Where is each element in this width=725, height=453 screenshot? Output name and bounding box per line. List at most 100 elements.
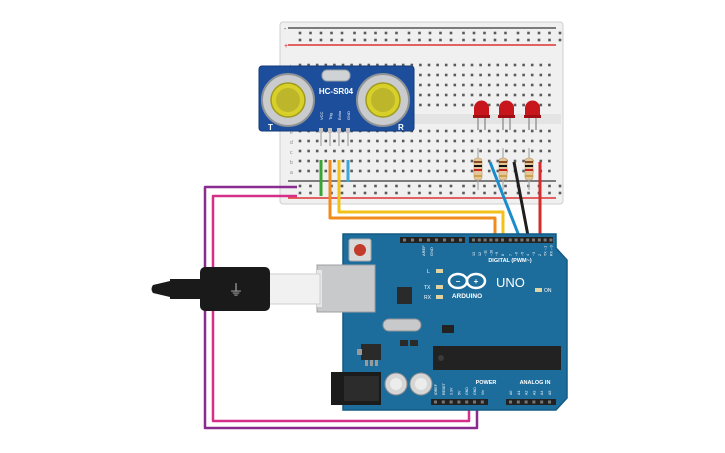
rail-hole[interactable] [418, 31, 421, 35]
breadboard-hole[interactable] [453, 103, 457, 107]
breadboard-hole[interactable] [324, 149, 328, 153]
breadboard-hole[interactable] [436, 83, 439, 87]
breadboard-hole[interactable] [444, 83, 448, 87]
breadboard-hole[interactable] [522, 169, 525, 173]
breadboard-hole[interactable] [444, 169, 448, 173]
breadboard-hole[interactable] [487, 73, 491, 77]
rail-hole[interactable] [449, 184, 453, 188]
breadboard-hole[interactable] [487, 63, 491, 67]
rail-hole[interactable] [439, 184, 442, 188]
wire-yellow[interactable] [337, 160, 505, 241]
breadboard-hole[interactable] [479, 83, 482, 87]
header-hole[interactable] [465, 400, 469, 404]
breadboard-hole[interactable] [307, 169, 310, 173]
breadboard-hole[interactable] [307, 159, 310, 163]
rail-hole[interactable] [309, 191, 312, 195]
header-hole[interactable] [403, 238, 406, 242]
breadboard-hole[interactable] [436, 159, 439, 163]
breadboard-hole[interactable] [444, 139, 448, 143]
rail-hole[interactable] [548, 191, 551, 195]
icsp-header[interactable] [442, 325, 454, 333]
breadboard-hole[interactable] [401, 63, 405, 67]
breadboard-hole[interactable] [341, 159, 345, 163]
breadboard-hole[interactable] [470, 93, 474, 97]
rail-hole[interactable] [395, 191, 398, 195]
header-hole[interactable] [543, 238, 547, 242]
breadboard-hole[interactable] [298, 139, 302, 143]
breadboard-hole[interactable] [462, 159, 465, 163]
breadboard-hole[interactable] [548, 63, 551, 67]
rail-hole[interactable] [298, 31, 302, 35]
breadboard-hole[interactable] [393, 149, 396, 153]
breadboard-hole[interactable] [384, 139, 388, 143]
breadboard-hole[interactable] [522, 63, 525, 67]
header-hole[interactable] [483, 238, 487, 242]
breadboard-hole[interactable] [513, 129, 517, 133]
rail-hole[interactable] [340, 38, 344, 42]
rail-hole[interactable] [353, 38, 356, 42]
breadboard-hole[interactable] [444, 159, 448, 163]
breadboard-hole[interactable] [419, 103, 422, 107]
breadboard-hole[interactable] [513, 83, 517, 87]
breadboard-hole[interactable] [376, 159, 379, 163]
breadboard-hole[interactable] [444, 63, 448, 67]
rail-hole[interactable] [407, 31, 411, 35]
breadboard-hole[interactable] [548, 73, 551, 77]
breadboard-hole[interactable] [436, 103, 439, 107]
rail-hole[interactable] [407, 184, 411, 188]
breadboard-hole[interactable] [462, 63, 465, 67]
breadboard-hole[interactable] [522, 83, 525, 87]
breadboard-hole[interactable] [462, 149, 465, 153]
breadboard-hole[interactable] [444, 149, 448, 153]
header-hole[interactable] [501, 238, 504, 242]
breadboard-hole[interactable] [505, 139, 508, 143]
ultrasonic-sensor[interactable]: HC-SR04 T R VCC Trig Echo GND [258, 65, 415, 133]
breadboard-hole[interactable] [427, 93, 431, 97]
breadboard-hole[interactable] [548, 83, 551, 87]
led-2[interactable] [498, 100, 515, 130]
breadboard-hole[interactable] [341, 139, 345, 143]
wires[interactable] [203, 160, 542, 430]
breadboard-hole[interactable] [496, 93, 500, 97]
breadboard-hole[interactable] [470, 63, 474, 67]
breadboard-hole[interactable] [341, 149, 345, 153]
wire-orange[interactable] [328, 160, 497, 241]
rail-hole[interactable] [418, 184, 421, 188]
rail-hole[interactable] [483, 191, 486, 195]
breadboard-hole[interactable] [427, 159, 431, 163]
breadboard-hole[interactable] [410, 169, 414, 173]
breadboard-hole[interactable] [401, 159, 405, 163]
breadboard-hole[interactable] [453, 93, 457, 97]
breadboard-hole[interactable] [419, 63, 422, 67]
rail-hole[interactable] [537, 31, 541, 35]
breadboard-hole[interactable] [384, 63, 388, 67]
analog-header[interactable] [506, 399, 556, 405]
rail-hole[interactable] [504, 184, 507, 188]
rail-hole[interactable] [504, 31, 507, 35]
rail-hole[interactable] [395, 31, 398, 35]
wire-magenta[interactable] [211, 194, 471, 423]
breadboard-hole[interactable] [496, 83, 500, 87]
breadboard-hole[interactable] [462, 83, 465, 87]
breadboard-hole[interactable] [419, 149, 422, 153]
breadboard-hole[interactable] [548, 149, 551, 153]
breadboard-hole[interactable] [470, 83, 474, 87]
rail-hole[interactable] [418, 38, 421, 42]
rail-hole[interactable] [493, 38, 497, 42]
breadboard-hole[interactable] [393, 139, 396, 143]
rail-hole[interactable] [428, 184, 432, 188]
breadboard-hole[interactable] [539, 139, 543, 143]
rail-hole[interactable] [483, 38, 486, 42]
header-hole[interactable] [443, 238, 446, 242]
breadboard-hole[interactable] [470, 73, 474, 77]
breadboard-hole[interactable] [470, 139, 474, 143]
breadboard-hole[interactable] [384, 149, 388, 153]
breadboard-hole[interactable] [436, 73, 439, 77]
breadboard-hole[interactable] [333, 159, 336, 163]
breadboard-hole[interactable] [453, 169, 457, 173]
breadboard-hole[interactable] [453, 139, 457, 143]
header-hole[interactable] [477, 238, 481, 242]
breadboard-hole[interactable] [324, 169, 328, 173]
breadboard-hole[interactable] [479, 63, 482, 67]
rail-hole[interactable] [363, 31, 367, 35]
